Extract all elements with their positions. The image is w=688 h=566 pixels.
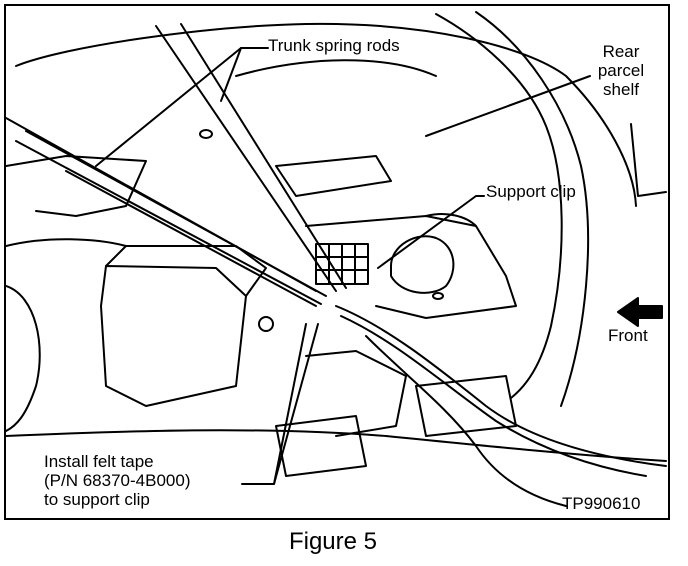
rear-side-edge	[630, 123, 667, 197]
lower-bracket	[275, 415, 367, 477]
trunk-diagram-drawing	[6, 11, 667, 507]
callout-rear-parcel-shelf: Rear parcel shelf	[586, 42, 656, 99]
callout-felt-tape-line2: (P/N 68370-4B000)	[44, 471, 191, 490]
leader-rear-parcel-shelf	[425, 75, 591, 137]
trunk-lid-outline	[15, 22, 637, 207]
lower-block	[415, 375, 517, 437]
callout-support-clip: Support clip	[486, 182, 576, 201]
callout-front: Front	[608, 326, 648, 345]
harness-line-3	[365, 335, 567, 507]
spring-rod-4	[6, 117, 317, 292]
lower-floor-edge	[6, 429, 667, 462]
trunk-lid-inner-arc	[435, 13, 563, 399]
left-inner-panel	[6, 155, 147, 217]
callout-install-felt-tape: Install felt tape (P/N 68370-4B000) to s…	[44, 452, 190, 509]
spring-rod-3	[65, 170, 317, 307]
left-wall-curve	[6, 285, 41, 432]
harness-line-2	[340, 315, 647, 477]
callout-rear-parcel-shelf-line1: Rear	[602, 42, 640, 61]
callout-trunk-spring-rods: Trunk spring rods	[268, 36, 400, 55]
front-arrow-icon	[617, 297, 663, 327]
latch-housing-top	[425, 213, 477, 227]
left-panel-lower	[6, 238, 127, 247]
latch-housing	[305, 215, 517, 319]
callout-rear-parcel-shelf-line3: shelf	[603, 80, 639, 99]
leader-support-clip	[377, 195, 485, 269]
spring-rod-2	[155, 25, 337, 292]
callout-felt-tape-line1: Install felt tape	[44, 452, 154, 471]
spring-rod-1b	[15, 140, 322, 305]
bolt	[258, 316, 274, 332]
harness-line-1	[335, 305, 667, 467]
trunk-lid-inner-arc-2	[475, 11, 590, 407]
parcel-shelf-edge	[235, 59, 437, 77]
lower-center-part	[305, 350, 407, 437]
left-bracket-box	[100, 265, 247, 407]
figure-frame: Trunk spring rods Rear parcel shelf Supp…	[4, 4, 670, 520]
center-vent-box	[275, 155, 392, 197]
spring-rod-2b	[180, 23, 347, 289]
drawing-id: TP990610	[562, 494, 641, 513]
leader-felt-tape	[241, 323, 319, 485]
callout-felt-tape-line3: to support clip	[44, 490, 150, 509]
callout-rear-parcel-shelf-line2: parcel	[597, 61, 645, 80]
round-latch	[390, 235, 455, 294]
left-bracket-top	[105, 245, 267, 297]
figure-caption: Figure 5	[288, 528, 378, 555]
